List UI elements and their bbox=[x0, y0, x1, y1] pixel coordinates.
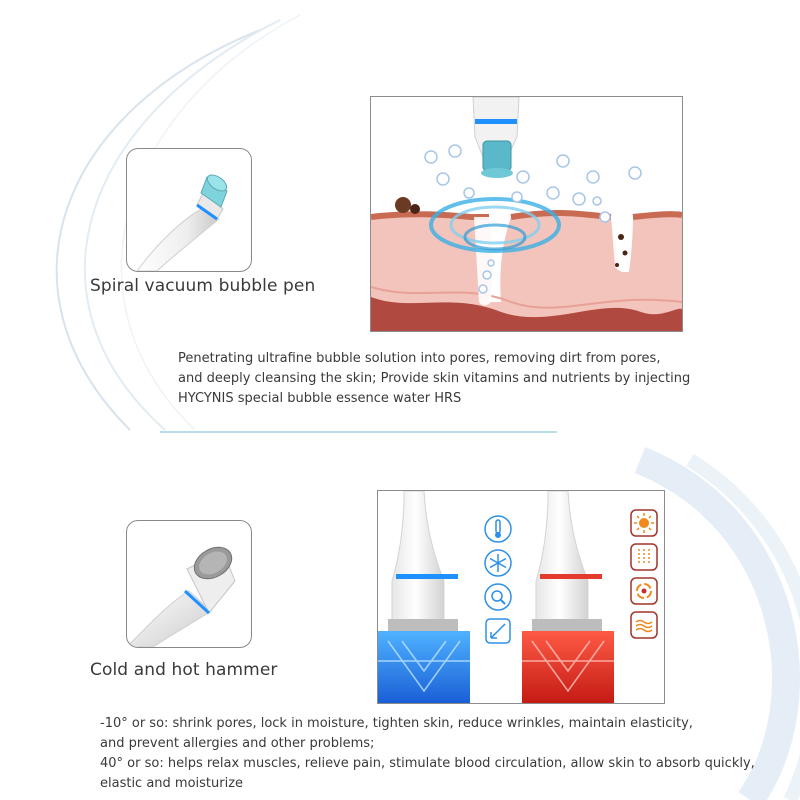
section-one-title: Spiral vacuum bubble pen bbox=[90, 276, 316, 296]
section-two-description-line: 40° or so: helps relax muscles, relieve … bbox=[100, 756, 755, 771]
sun-icon bbox=[628, 507, 660, 539]
decor-curve-right bbox=[634, 447, 800, 800]
moisture-icon bbox=[628, 609, 660, 641]
section-two-description-line: elastic and moisturize bbox=[100, 776, 244, 791]
section-two-description-line: and prevent allergies and other problems… bbox=[100, 736, 375, 751]
snowflake-icon bbox=[482, 547, 514, 579]
section-one-description-line: HYCYNIS special bubble essence water HRS bbox=[178, 391, 462, 406]
bubble-pen-illustration bbox=[370, 96, 683, 332]
section-one-description-line: and deeply cleansing the skin; Provide s… bbox=[178, 371, 691, 386]
section-one-description-line: Penetrating ultrafine bubble solution in… bbox=[178, 351, 661, 366]
section-two-title: Cold and hot hammer bbox=[90, 660, 278, 680]
bubble-pen-thumbnail bbox=[126, 148, 252, 272]
decor-curve-right-2 bbox=[686, 454, 800, 800]
shrink-pores-icon bbox=[482, 581, 514, 613]
circulation-icon bbox=[628, 575, 660, 607]
decor-curve-left-1 bbox=[55, 29, 261, 431]
thermometer-icon bbox=[482, 513, 514, 545]
section-two-description: -10° or so: shrink pores, lock in moistu… bbox=[100, 714, 755, 794]
tighten-icon bbox=[482, 615, 514, 647]
hammer-thumbnail bbox=[126, 520, 252, 648]
section-one-description: Penetrating ultrafine bubble solution in… bbox=[178, 349, 690, 409]
heat-waves-icon bbox=[628, 541, 660, 573]
hammer-illustration bbox=[377, 490, 665, 704]
decor-curve-left-2 bbox=[84, 19, 281, 431]
section-two-description-line: -10° or so: shrink pores, lock in moistu… bbox=[100, 716, 693, 731]
